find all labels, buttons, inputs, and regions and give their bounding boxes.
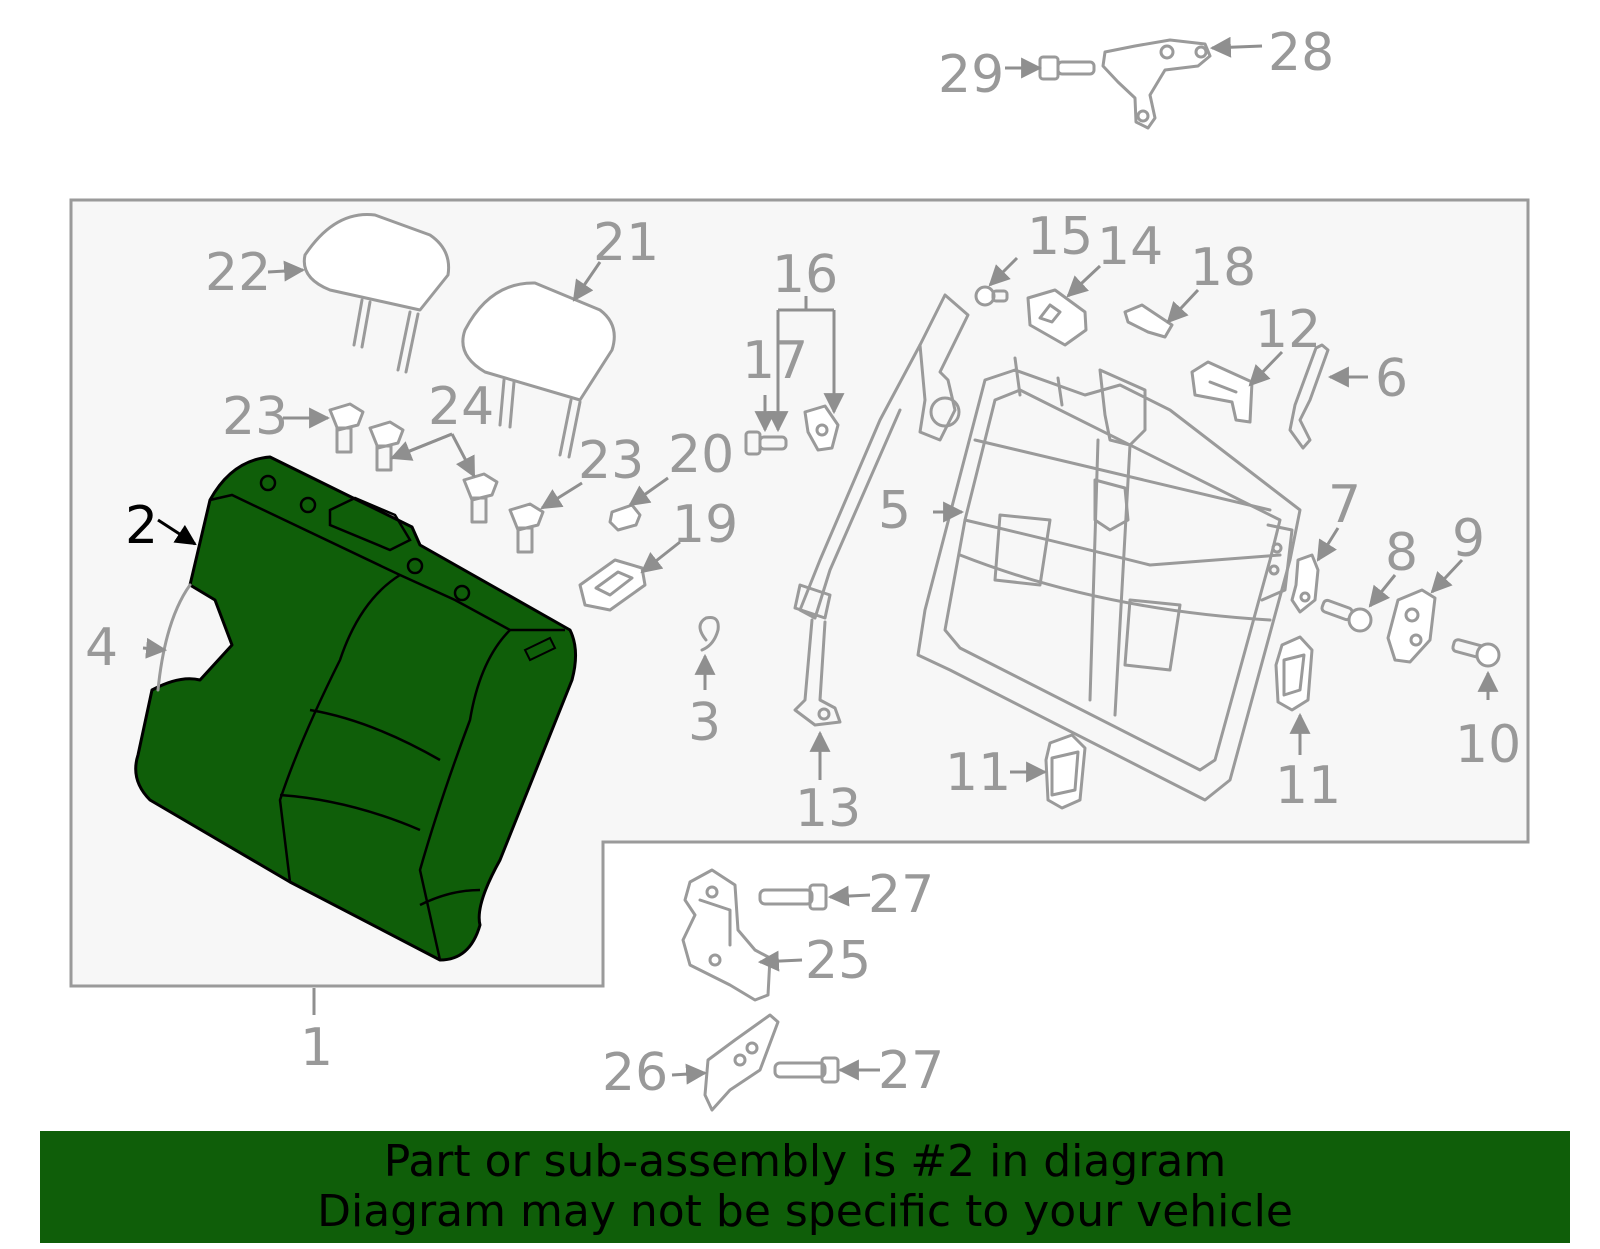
bolt-part-17 — [744, 430, 788, 456]
seat-back-frame-part-5 — [916, 356, 1302, 802]
bolt-part-10 — [1451, 638, 1501, 668]
callout-12: 12 — [1255, 300, 1321, 360]
callout-28: 28 — [1268, 23, 1334, 83]
callout-9: 9 — [1452, 509, 1485, 569]
callout-25: 25 — [805, 931, 871, 991]
callout-21: 21 — [593, 213, 659, 273]
callout-16: 16 — [772, 245, 838, 305]
cover-part-14 — [1026, 288, 1088, 347]
callout-22: 22 — [205, 243, 271, 303]
callout-3: 3 — [688, 693, 721, 753]
clip-part-18 — [1123, 303, 1174, 339]
cover-part-11-left — [1044, 733, 1087, 810]
bolt-part-8 — [1320, 598, 1373, 633]
bolt-part-27-upper — [758, 883, 828, 911]
seat-back-cover-part-2 — [134, 455, 577, 962]
hinge-bracket-part-26 — [703, 1013, 780, 1112]
headrest-part-21 — [461, 281, 616, 459]
clip-part-15 — [974, 285, 1009, 307]
callout-5: 5 — [878, 481, 911, 541]
callout-4: 4 — [85, 618, 118, 678]
callout-10: 10 — [1455, 715, 1521, 775]
bracket-part-7 — [1290, 553, 1320, 614]
callout-26: 26 — [602, 1043, 668, 1103]
callout-20: 20 — [668, 425, 734, 485]
callout-13: 13 — [795, 779, 861, 839]
bezel-part-19 — [578, 558, 647, 612]
guide-clip-24-right — [462, 472, 499, 524]
callout-23-right: 23 — [578, 431, 644, 491]
latch-part-9 — [1386, 588, 1437, 664]
callout-1: 1 — [300, 1018, 333, 1078]
callout-7: 7 — [1328, 475, 1361, 535]
hinge-bracket-part-25 — [681, 868, 772, 1002]
seat-belt-part-13 — [793, 293, 970, 727]
rod-part-6 — [1288, 343, 1330, 450]
headrest-part-22 — [302, 213, 451, 374]
callout-23-left: 23 — [222, 387, 288, 447]
bolt-part-29 — [1038, 55, 1096, 81]
bracket-part-28 — [1101, 38, 1212, 130]
banner-line-1: Part or sub-assembly is #2 in diagram — [383, 1136, 1227, 1187]
callout-27-lower: 27 — [878, 1041, 944, 1101]
callout-11-left: 11 — [945, 743, 1011, 803]
callout-17: 17 — [742, 331, 808, 391]
info-banner: Part or sub-assembly is #2 in diagram Di… — [40, 1131, 1570, 1243]
banner-line-2: Diagram may not be specific to your vehi… — [317, 1186, 1293, 1237]
callout-2: 2 — [125, 496, 158, 556]
guide-clip-23-left — [328, 402, 365, 454]
guide-clip-23-right — [508, 502, 545, 554]
callout-18: 18 — [1190, 238, 1256, 298]
pad-part-4 — [156, 583, 192, 692]
callout-19: 19 — [672, 495, 738, 555]
cover-part-12 — [1190, 360, 1254, 424]
hook-part-3 — [698, 616, 720, 652]
callout-29: 29 — [938, 45, 1004, 105]
callout-15: 15 — [1027, 207, 1093, 267]
callout-24: 24 — [428, 377, 494, 437]
callout-8: 8 — [1385, 523, 1418, 583]
callout-27-upper: 27 — [868, 865, 934, 925]
cover-part-11-right — [1274, 635, 1314, 712]
callout-14: 14 — [1097, 217, 1163, 277]
bolt-part-27-lower — [773, 1056, 840, 1084]
callout-6: 6 — [1375, 349, 1408, 409]
callout-11-right: 11 — [1275, 756, 1341, 816]
